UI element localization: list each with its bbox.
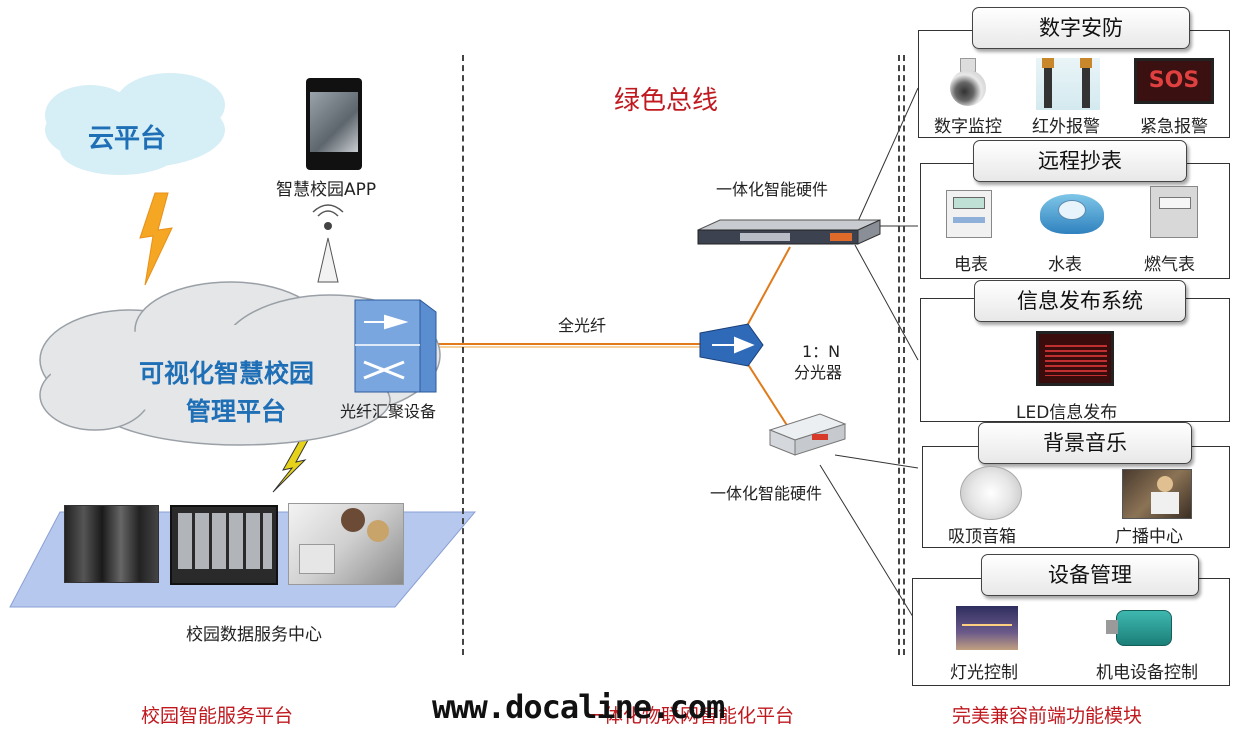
- item-electric-meter: 电表: [954, 255, 988, 275]
- ceiling-speaker-icon: [960, 466, 1022, 520]
- motor-icon: [1106, 602, 1184, 654]
- sos-panel-icon: SOS: [1134, 58, 1214, 104]
- watermark: www.docaline.com: [432, 688, 725, 726]
- item-digital-monitor: 数字监控: [934, 117, 1002, 137]
- link-info: [854, 244, 919, 361]
- dome-camera-icon: [940, 58, 990, 110]
- item-electromechanical-control: 机电设备控制: [1096, 663, 1198, 683]
- operators-photo: [288, 503, 404, 585]
- module-meter-title: 远程抄表: [973, 140, 1187, 182]
- separator-right-2: [903, 55, 905, 655]
- phone-screen: [310, 92, 358, 152]
- separator-right: [898, 55, 900, 655]
- phone-icon: [306, 78, 362, 170]
- middle-footer: 一体化物联网智能化平台: [585, 705, 795, 727]
- app-label: 智慧校园APP: [276, 180, 377, 200]
- item-ceiling-speaker: 吸顶音箱: [948, 527, 1016, 547]
- green-bus-label: 绿色总线: [614, 86, 719, 116]
- monitor-grid: [178, 513, 272, 569]
- electric-meter-icon: [946, 190, 992, 238]
- cloud-platform-shape: [45, 73, 225, 175]
- module-music-title: 背景音乐: [978, 422, 1192, 464]
- module-info-title: 信息发布系统: [974, 280, 1186, 322]
- left-footer: 校园智能服务平台: [141, 705, 294, 727]
- fiber-line-bottom: [741, 354, 791, 431]
- splitter-ratio: 1：N: [802, 342, 841, 361]
- data-center-label: 校园数据服务中心: [186, 625, 322, 645]
- splitter-device: [699, 323, 764, 367]
- module-device-title: 设备管理: [981, 554, 1199, 596]
- broadcast-center-photo: [1122, 469, 1192, 519]
- module-security-title: 数字安防: [972, 7, 1190, 49]
- cloud-platform-label: 云平台: [88, 124, 167, 154]
- item-water-meter: 水表: [1048, 255, 1082, 275]
- link-device: [819, 464, 919, 626]
- monitor-wall-photo: [170, 505, 278, 585]
- water-meter-icon: [1040, 188, 1104, 244]
- main-platform-title-line1: 可视化智慧校园: [139, 359, 315, 388]
- link-security: [854, 87, 919, 229]
- gas-meter-icon: [1150, 186, 1198, 238]
- link-music: [834, 454, 919, 469]
- lightning-icon: [139, 192, 173, 286]
- integrated-hardware-top: [697, 219, 881, 245]
- splitter-label: 分光器: [794, 363, 843, 382]
- item-lighting-control: 灯光控制: [950, 663, 1018, 683]
- right-footer: 完美兼容前端功能模块: [952, 705, 1143, 727]
- fiber-aggregator-device: [354, 299, 437, 393]
- antenna-icon: [312, 204, 344, 283]
- separator-left: [462, 55, 464, 655]
- led-screen-icon: [1036, 331, 1114, 386]
- item-gas-meter: 燃气表: [1144, 255, 1195, 275]
- fiber-line-top: [741, 246, 791, 336]
- item-led-publish: LED信息发布: [1016, 403, 1118, 423]
- infrared-sensor-icon: [1036, 58, 1100, 110]
- main-platform-title-line2: 管理平台: [186, 397, 287, 426]
- item-broadcast-center: 广播中心: [1115, 527, 1183, 547]
- hardware-bottom-label: 一体化智能硬件: [710, 484, 823, 503]
- computer-monitor: [299, 544, 335, 574]
- operator-head-2: [367, 520, 389, 542]
- integrated-hardware-bottom: [768, 413, 847, 456]
- item-emergency-alarm: 紧急报警: [1140, 117, 1208, 137]
- fiber-label: 全光纤: [558, 316, 607, 335]
- operator-head-1: [341, 508, 365, 532]
- lighting-photo: [956, 606, 1018, 650]
- hardware-top-label: 一体化智能硬件: [716, 180, 829, 199]
- aggregator-label: 光纤汇聚设备: [340, 402, 437, 421]
- lightning-small-icon: [272, 439, 309, 493]
- item-infrared-alarm: 红外报警: [1032, 117, 1100, 137]
- server-room-photo: [64, 505, 159, 583]
